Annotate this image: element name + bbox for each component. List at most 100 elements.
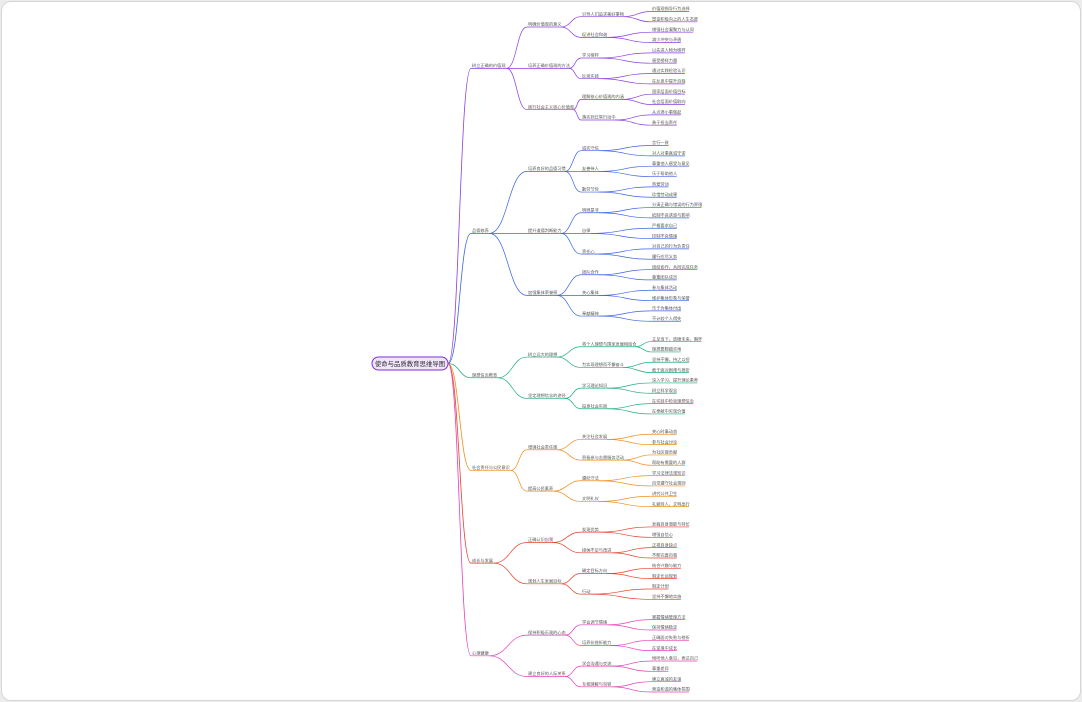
subtopic-level3[interactable]: 勤劳节俭 [581,186,600,193]
leaf-topic[interactable]: 价值观指导行为选择 [651,5,691,12]
leaf-topic[interactable]: 在实践中检验理想信念 [651,397,695,404]
leaf-topic[interactable]: 参与集体活动 [651,284,677,291]
leaf-topic[interactable]: 自觉遵守社会规则 [651,480,686,487]
subtopic-level2[interactable]: 正确认识自我 [527,536,554,543]
subtopic-level3[interactable]: 促进社会和谐 [581,31,607,38]
leaf-topic[interactable]: 感受榜样力量 [651,57,677,64]
subtopic-level3[interactable]: 将个人理想与国家发展相结合 [581,340,637,347]
leaf-topic[interactable]: 树立科学观念 [651,387,678,394]
subtopic-level3[interactable]: 互相理解与包容 [581,681,611,688]
leaf-topic[interactable]: 制定长远规划 [651,572,677,579]
subtopic-level3[interactable]: 友善待人 [581,165,600,172]
leaf-topic[interactable]: 以先进人物为榜样 [651,47,686,54]
leaf-topic[interactable]: 深入学习，提升理论素养 [651,377,699,384]
subtopic-level3[interactable]: 落实到日常行动中 [581,114,616,121]
leaf-topic[interactable]: 不断完善自我 [651,552,678,559]
leaf-topic[interactable]: 增强社会凝聚力与认同 [651,26,694,33]
subtopic-level3[interactable]: 关注社会发展 [581,433,608,440]
subtopic-level3[interactable]: 学习榜样 [581,52,599,59]
leaf-topic[interactable]: 不计较个人得失 [651,315,682,322]
leaf-topic[interactable]: 团结协作，共同完成任务 [651,263,699,270]
leaf-topic[interactable]: 严格要求自己 [651,222,677,229]
subtopic-level3[interactable]: 培养抗挫折能力 [581,639,611,646]
leaf-topic[interactable]: 尊重差异 [651,665,669,672]
leaf-topic[interactable]: 对人对事真诚守诺 [651,150,686,157]
leaf-topic[interactable]: 建立真诚的友谊 [651,675,681,682]
subtopic-level3[interactable]: 投身社会实践 [581,402,608,409]
subtopic-level3[interactable]: 为实现理想而不懈奋斗 [581,361,624,368]
leaf-topic[interactable]: 敢于面对困难与挫折 [651,366,690,373]
leaf-topic[interactable]: 为社区做贡献 [651,449,677,456]
leaf-topic[interactable]: 对自己的行为负责任 [651,243,690,250]
leaf-topic[interactable]: 增强自信心 [651,531,674,538]
leaf-topic[interactable]: 从点滴小事做起 [651,109,682,116]
main-topic[interactable]: 品德修养 [471,227,490,234]
leaf-topic[interactable]: 乐于帮助他人 [651,170,678,177]
subtopic-level3[interactable]: 积极参与志愿服务活动 [581,454,624,461]
leaf-topic[interactable]: 分清正确与错误的行为界限 [651,201,703,208]
subtopic-level3[interactable]: 遵纪守法 [581,474,599,481]
leaf-topic[interactable]: 言行一致 [651,139,670,146]
subtopic-level3[interactable]: 发现优势 [581,526,600,533]
leaf-topic[interactable]: 尊重他人感受与意见 [651,160,690,167]
subtopic-level2[interactable]: 明确价值观的意义 [527,21,562,28]
subtopic-level3[interactable]: 明辨是非 [581,206,599,213]
leaf-topic[interactable]: 控制不良情绪 [651,232,677,239]
subtopic-level3[interactable]: 引导人们追求美好事物 [581,10,624,17]
subtopic-level3[interactable]: 确定目标方向 [581,567,607,574]
leaf-topic[interactable]: 珍惜劳动成果 [651,191,678,198]
subtopic-level3[interactable]: 诚实守信 [581,144,599,151]
leaf-topic[interactable]: 关心时事动态 [651,428,677,435]
leaf-topic[interactable]: 发掘自身潜能与特长 [651,521,691,528]
leaf-topic[interactable]: 履行应尽义务 [651,253,678,260]
leaf-topic[interactable]: 立足当下，放眼未来，胸怀 [651,335,702,342]
subtopic-level3[interactable]: 理解核心价值观的内涵 [581,93,624,100]
main-topic[interactable]: 理想信念教育 [471,371,498,378]
subtopic-level3[interactable]: 反思实践 [581,72,600,79]
leaf-topic[interactable]: 礼貌待人，文明出行 [651,500,690,507]
leaf-topic[interactable]: 在反思中提升自我 [651,78,686,85]
leaf-topic[interactable]: 帮助有需要的人群 [651,459,686,466]
subtopic-level2[interactable]: 保持积极乐观的心态 [527,629,566,636]
leaf-topic[interactable]: 国家层面价值目标 [651,88,686,95]
root-node[interactable]: 使命与品质教育思维导图 [371,356,449,371]
leaf-topic[interactable]: 勇于担当责任 [651,119,677,126]
subtopic-level3[interactable]: 关心集体 [581,289,600,296]
main-topic[interactable]: 树立正确的价值观 [471,62,507,69]
leaf-topic[interactable]: 乐于为集体付出 [651,305,681,312]
subtopic-level2[interactable]: 提高公民素养 [527,485,554,492]
subtopic-level2[interactable]: 坚定理想信念的途径 [527,392,566,399]
leaf-topic[interactable]: 社会层面价值取向 [651,98,686,105]
leaf-topic[interactable]: 减少冲突与矛盾 [651,36,682,43]
subtopic-level3[interactable]: 学会沟通与交流 [581,660,612,667]
leaf-topic[interactable]: 热爱劳动 [651,181,669,188]
leaf-topic[interactable]: 保持情绪稳定 [651,624,677,631]
leaf-topic[interactable]: 通过实践检验认识 [651,67,686,74]
leaf-topic[interactable]: 参与社会讨论 [651,438,678,445]
main-topic[interactable]: 社会责任与公民意识 [471,464,511,471]
leaf-topic[interactable]: 制定计划 [651,583,669,590]
subtopic-level2[interactable]: 提升道德判断能力 [527,227,562,234]
main-topic[interactable]: 心理健康 [471,650,490,657]
leaf-topic[interactable]: 尊重团队成员 [651,274,677,281]
leaf-topic[interactable]: 维护集体形象与荣誉 [651,294,691,301]
subtopic-level2[interactable]: 加强集体荣誉感 [527,289,557,296]
subtopic-level3[interactable]: 团队合作 [581,268,600,275]
leaf-topic[interactable]: 正视自身缺点 [651,541,677,548]
leaf-topic[interactable]: 塑造积极向上的人生态度 [651,16,699,23]
leaf-topic[interactable]: 在奉献中实现价值 [651,408,686,415]
leaf-topic[interactable]: 营造和谐的集体氛围 [651,686,690,693]
leaf-topic[interactable]: 倾听他人意见，表达自己 [651,655,698,662]
subtopic-level3[interactable]: 文明礼仪 [581,495,600,502]
leaf-topic[interactable]: 坚持不懈地实施 [651,593,682,600]
leaf-topic[interactable]: 掌握情绪管理方法 [651,613,686,620]
leaf-topic[interactable]: 在逆境中成长 [651,644,678,651]
leaf-topic[interactable]: 抵制不良诱惑与影响 [651,212,690,219]
subtopic-level3[interactable]: 责任心 [581,248,595,255]
leaf-topic[interactable]: 结合兴趣与能力 [651,562,681,569]
subtopic-level3[interactable]: 接纳不足与改进 [581,546,612,553]
leaf-topic[interactable]: 坚持不懈，持之以恒 [651,356,690,363]
subtopic-level2[interactable]: 践行社会主义核心价值观 [527,103,575,110]
leaf-topic[interactable]: 讲究公共卫生 [651,490,677,497]
subtopic-level3[interactable]: 学习理论知识 [581,382,607,389]
